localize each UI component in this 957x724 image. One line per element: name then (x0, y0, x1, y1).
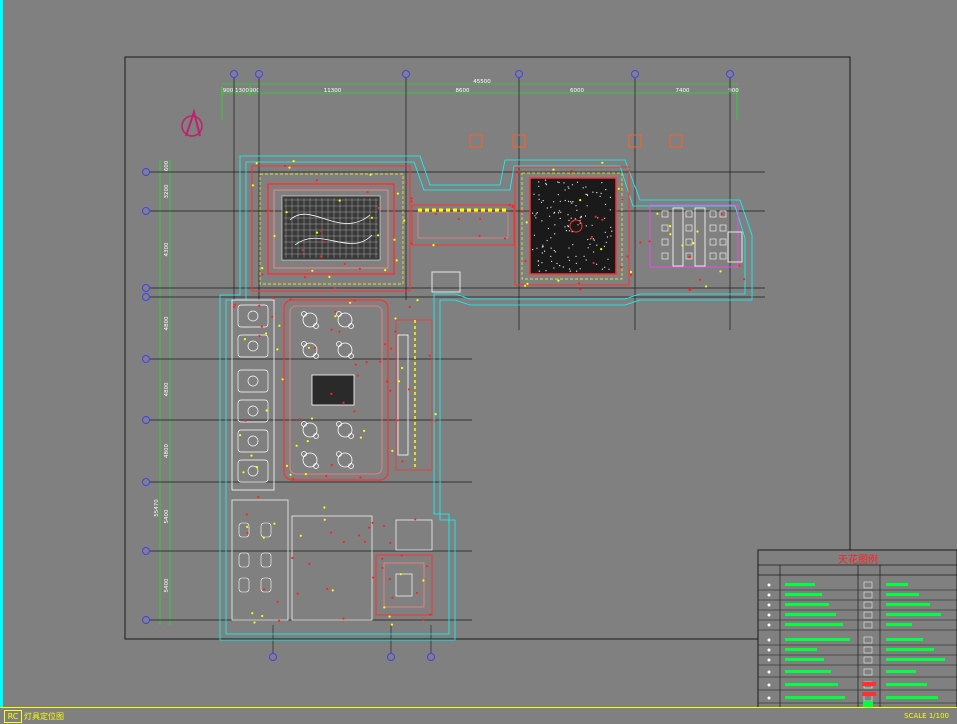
top-dimension-chain: 45500 (221, 79, 738, 120)
right-bar (395, 319, 433, 471)
left-grid-bubbles (142, 168, 150, 624)
grid-bubble (631, 70, 639, 78)
corridor-top (411, 204, 515, 246)
room-top-right-meeting (649, 204, 743, 268)
top-dim-label: 900 (223, 88, 234, 94)
left-dim-label: 4800 (164, 444, 170, 458)
grid-bubble (142, 355, 150, 363)
legend-table (757, 549, 957, 711)
grid-bubble (142, 547, 150, 555)
left-dim-label: 4800 (164, 316, 170, 330)
left-booths (231, 299, 275, 491)
elevator-box (431, 271, 461, 293)
legend-title: 天花图例 (838, 555, 878, 566)
grid-bubble (726, 70, 734, 78)
left-dimension-labels: 600 3200 4300 4800 4800 4800 5400 5400 (164, 160, 170, 592)
rc-badge[interactable]: RC (4, 710, 22, 723)
left-dim-label: 5400 (164, 509, 170, 523)
top-dim-label: 7400 (676, 88, 690, 94)
scale-label: SCALE 1/100 (904, 712, 949, 720)
building-outline (219, 155, 753, 641)
status-bar: RC 灯具定位图 SCALE 1/100 (0, 707, 957, 724)
grid-bubble (142, 207, 150, 215)
left-dimension-chain (159, 160, 171, 625)
main-dining-hall (283, 299, 389, 481)
grid-bubble (402, 70, 410, 78)
left-dim-label: 4800 (164, 382, 170, 396)
grid-bubble (142, 416, 150, 424)
grid-bubble (230, 70, 238, 78)
dim-total-left: 55470 (154, 499, 160, 517)
ceiling-markers (469, 134, 683, 148)
lower-rooms (231, 499, 433, 621)
left-dim-label: 5400 (164, 578, 170, 592)
top-dim-label: 6000 (570, 88, 584, 94)
room-top-middle-ceiling (514, 166, 630, 286)
north-arrow-icon (181, 108, 203, 137)
grid-bubble (142, 168, 150, 176)
top-dim-label: 1300 (235, 88, 249, 94)
grid-bubble (142, 616, 150, 624)
dim-total-top: 45500 (473, 79, 491, 85)
grid-bubble (142, 284, 150, 292)
grid-bubble (142, 293, 150, 301)
grid-bubble (515, 70, 523, 78)
grid-bubble (142, 478, 150, 486)
sheet-title: 灯具定位图 (24, 712, 64, 721)
top-dim-label: 8600 (456, 88, 470, 94)
left-dim-label: 4300 (164, 242, 170, 256)
grid-lines (150, 78, 765, 621)
room-top-left-ceiling (251, 165, 411, 292)
top-grid-bubbles (230, 70, 734, 78)
paper-frame (124, 56, 851, 640)
grid-bubble (255, 70, 263, 78)
top-dim-label: 900 (249, 88, 260, 94)
top-dim-label: 11300 (324, 88, 342, 94)
left-dim-label: 600 (164, 160, 170, 171)
light-fixtures (232, 160, 746, 626)
top-dim-label: 900 (728, 88, 739, 94)
left-dim-label: 3200 (164, 184, 170, 198)
bottom-grid-bubbles (269, 625, 435, 661)
